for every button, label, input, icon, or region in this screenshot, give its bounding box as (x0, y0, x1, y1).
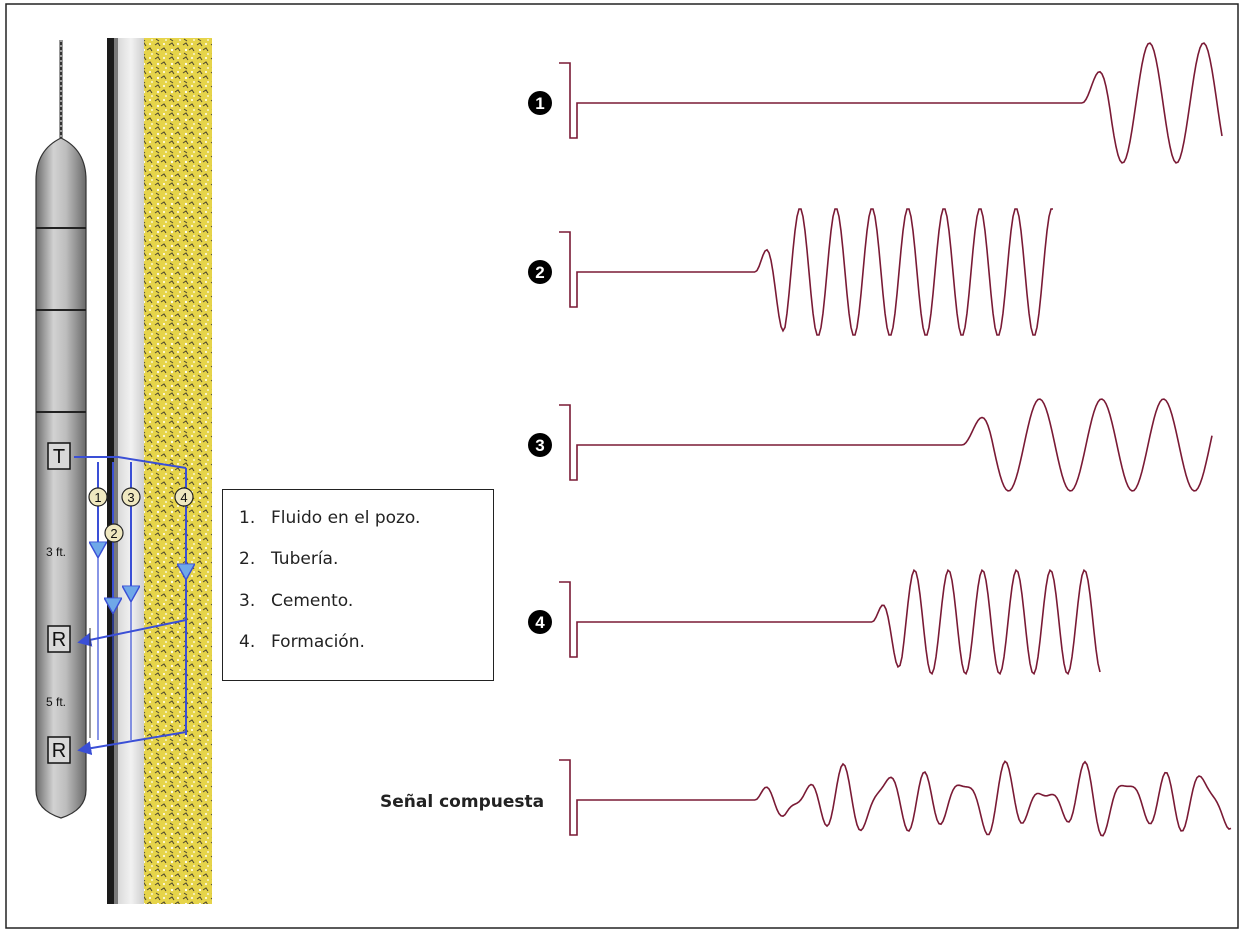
trigger-pulse (559, 404, 962, 481)
legend-item-number: 4. (239, 632, 256, 652)
ray-top (74, 456, 187, 469)
legend-item-text: Formación. (271, 632, 365, 652)
waveform-marker-badge (528, 260, 552, 284)
waveform-trace-4: 4 (528, 568, 1101, 676)
spacing-near-label: 3 ft. (46, 545, 66, 559)
legend-item: 1. Fluido en el pozo. (239, 508, 420, 528)
waveform-trace-5 (559, 759, 1232, 837)
receiver-near: R (47, 625, 71, 653)
path-marker-2: 2 (104, 523, 124, 543)
waveform-marker-label: 2 (535, 263, 544, 282)
transmitter-label: T (53, 446, 65, 468)
spacing-far-label: 5 ft. (46, 695, 66, 709)
legend-item-number: 2. (239, 549, 256, 569)
waveform-marker-badge (528, 610, 552, 634)
waveform-trace-2: 2 (528, 208, 1053, 336)
ray-to-near-receiver (77, 619, 187, 647)
path-marker-3-label: 3 (127, 490, 134, 505)
legend-item: 2. Tubería. (239, 549, 338, 569)
composite-signal-label: Señal compuesta (380, 792, 545, 812)
waveform-marker-badge (528, 91, 552, 115)
legend-item-text: Tubería. (271, 549, 339, 569)
legend-item-text: Cemento. (271, 591, 354, 611)
wellbore-layers (107, 38, 212, 904)
waveform-signal (1081, 42, 1223, 164)
path-marker-1-label: 1 (94, 490, 101, 505)
path-marker-3: 3 (121, 487, 141, 507)
waveform-traces: 1 2 3 4 (528, 42, 1232, 837)
waveform-trace-1: 1 (528, 42, 1223, 164)
path-marker-1: 1 (88, 487, 108, 507)
legend-item-text: Fluido en el pozo. (271, 508, 421, 528)
waveform-trace-3: 3 (528, 398, 1213, 492)
receiver-far: R (47, 736, 71, 764)
waveform-signal (871, 568, 1101, 676)
waveform-marker-label: 1 (535, 94, 544, 113)
waveform-signal (961, 398, 1213, 492)
legend-box: 1. Fluido en el pozo. 2. Tubería. 3. Cement… (222, 489, 494, 681)
ray-to-far-receiver (77, 731, 187, 756)
waveform-marker-label: 4 (535, 613, 545, 632)
legend-item: 3. Cemento. (239, 591, 353, 611)
path-marker-4-label: 4 (180, 490, 187, 505)
waveform-signal (754, 208, 1053, 336)
transmitter: T (47, 442, 71, 470)
receiver-near-label: R (52, 629, 66, 651)
trigger-pulse (559, 759, 755, 836)
legend-item-number: 3. (239, 591, 256, 611)
figure-frame (5, 3, 1239, 929)
trigger-pulse (559, 581, 872, 658)
formation-layer (144, 38, 212, 904)
waveform-marker-label: 3 (535, 436, 544, 455)
legend-item-number: 1. (239, 508, 256, 528)
path-marker-4: 4 (174, 487, 194, 507)
path-marker-2-label: 2 (110, 526, 117, 541)
casing-pipe (107, 38, 114, 904)
waveform-marker-badge (528, 433, 552, 457)
logging-tool (35, 137, 87, 819)
path-markers: 1 2 3 4 (88, 487, 194, 543)
receiver-far-label: R (52, 740, 66, 762)
waveform-signal (754, 760, 1232, 837)
trigger-pulse (559, 62, 1082, 139)
casing-wall (114, 38, 118, 904)
trigger-pulse (559, 231, 755, 308)
legend-item: 4. Formación. (239, 632, 365, 652)
